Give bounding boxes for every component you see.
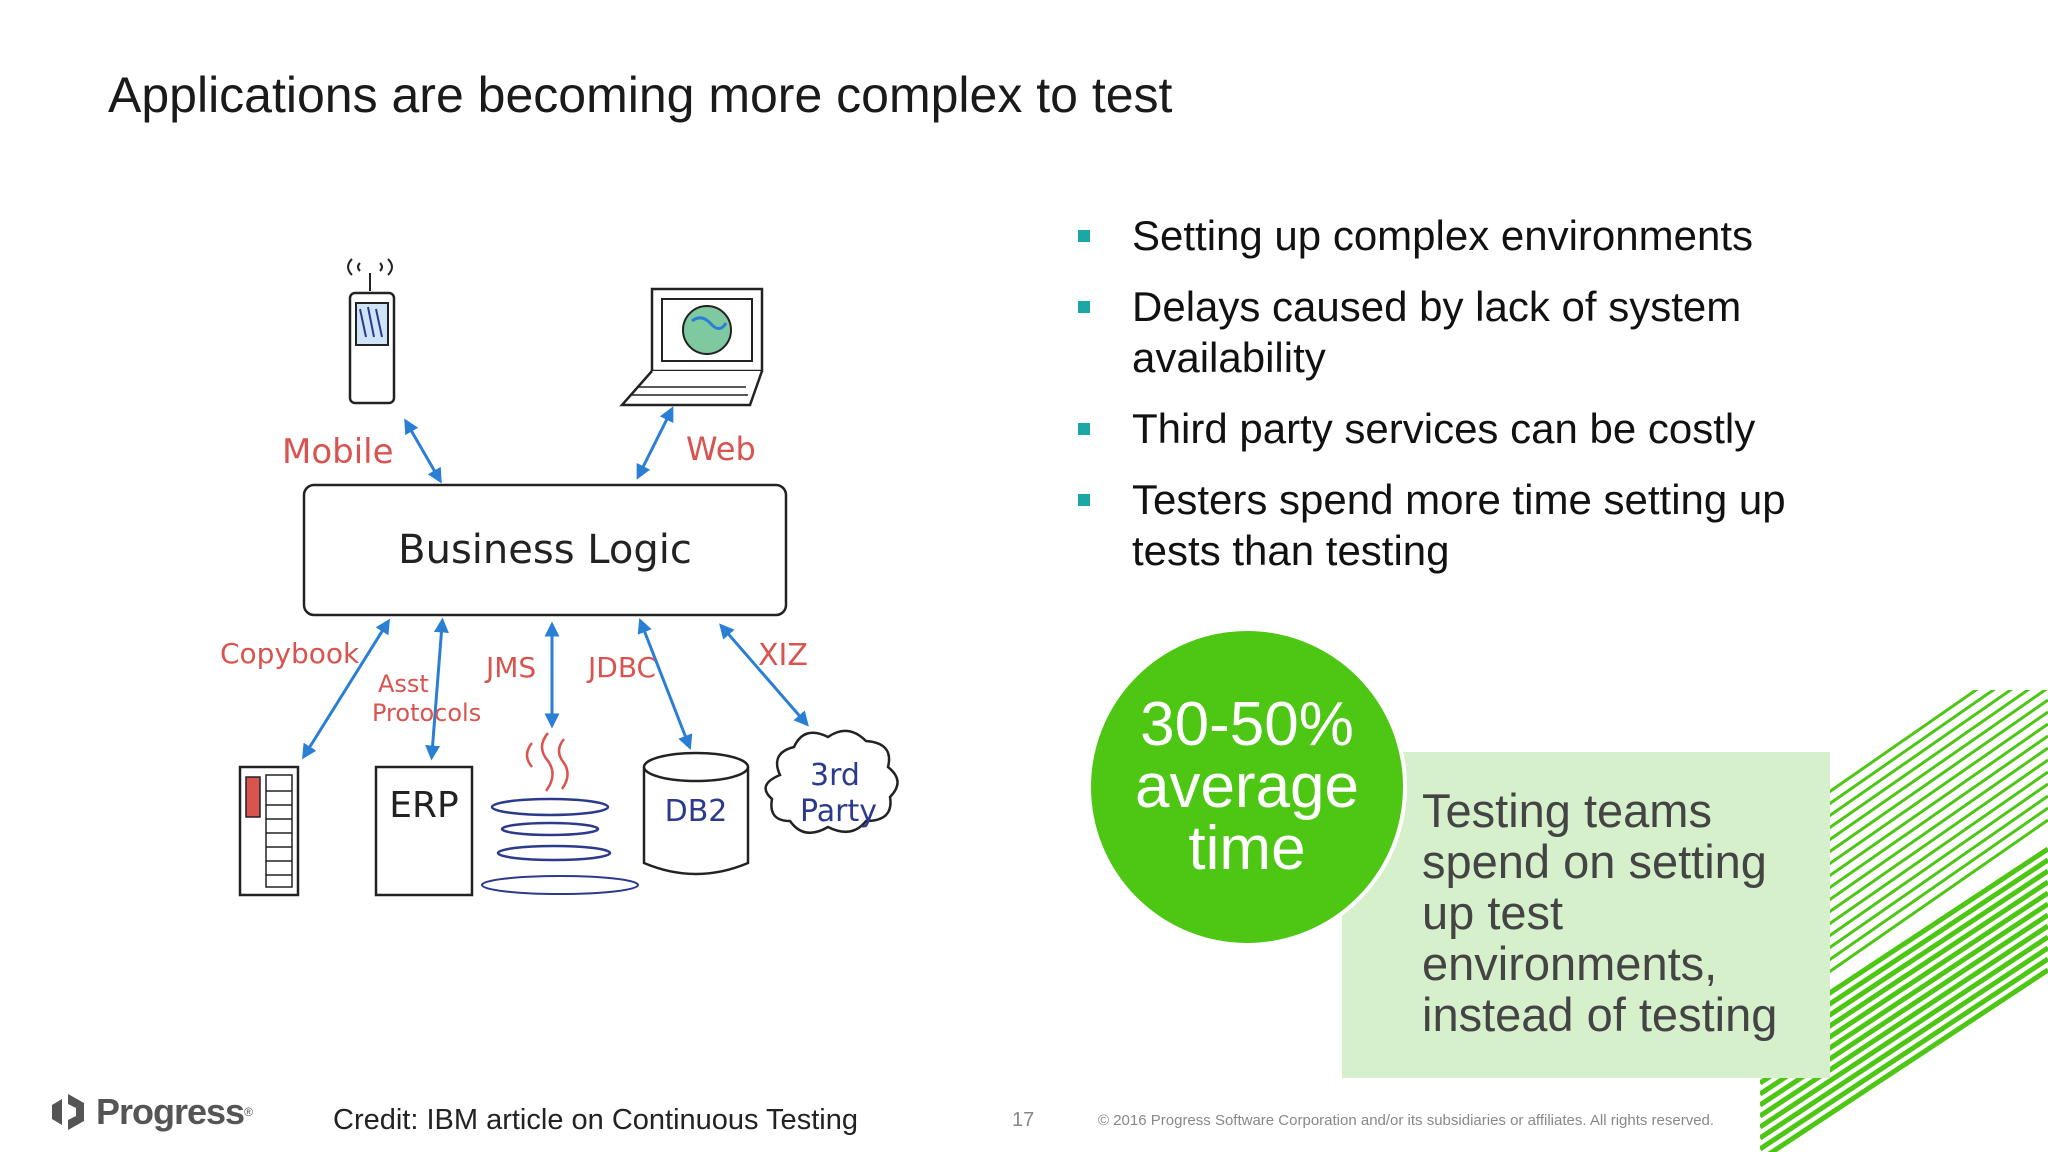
stat-label-time: time (1188, 814, 1306, 883)
bullet-list: Setting up complex environments Delays c… (1078, 210, 1838, 596)
stat-label-average: average (1134, 752, 1360, 821)
arrow-copybook (302, 618, 390, 760)
label-party: Party (800, 794, 877, 829)
stat-caption: Testing teams spend on setting up test e… (1422, 784, 1778, 1041)
label-db2: DB2 (665, 794, 728, 829)
bullet-item: Setting up complex environments (1078, 210, 1838, 261)
db2-database-icon: DB2 (642, 751, 750, 876)
progress-logo: Progress® (48, 1090, 253, 1134)
slide-title: Applications are becoming more complex t… (108, 67, 1173, 123)
stat-percent: 30-50% (1140, 690, 1354, 759)
label-3rd: 3rd (810, 758, 860, 793)
bullet-square-icon (1078, 230, 1090, 242)
logo-text: Progress (96, 1091, 245, 1132)
credit-text: Credit: IBM article on Continuous Testin… (333, 1104, 858, 1136)
mobile-phone-icon (347, 258, 396, 405)
java-icon (481, 732, 639, 895)
copyright-text: © 2016 Progress Software Corporation and… (1098, 1112, 1715, 1129)
arrow-web (636, 406, 674, 480)
label-mobile: Mobile (282, 432, 394, 472)
label-copybook: Copybook (220, 637, 360, 670)
arrow-jdbc (637, 618, 693, 750)
label-web: Web (686, 430, 756, 468)
stripe-line (1760, 923, 2048, 1119)
stat-circle: 30-50% average time (1087, 627, 1407, 947)
arrow-xiz (719, 623, 809, 727)
stripe-line (1760, 934, 2048, 1130)
label-asst: Asst (378, 670, 429, 698)
arrow-mobile (404, 418, 442, 484)
business-logic-box (302, 483, 788, 617)
bullet-item: Delays caused by lack of system availabi… (1078, 281, 1838, 383)
bullet-item: Testers spend more time setting up tests… (1078, 474, 1838, 576)
label-erp: ERP (389, 785, 458, 826)
logo-registered-mark: ® (244, 1105, 253, 1119)
laptop-icon (619, 287, 764, 407)
bullet-square-icon (1078, 423, 1090, 435)
architecture-diagram: Mobile Web Business Logic Copybook Asst … (220, 258, 899, 897)
bullet-item: Third party services can be costly (1078, 403, 1838, 454)
erp-server-icon: ERP (374, 765, 474, 897)
arrow-protocols (425, 617, 449, 761)
bullet-square-icon (1078, 494, 1090, 506)
page-number: 17 (1012, 1109, 1035, 1131)
stripe-line (1767, 967, 2048, 1152)
label-protocols: Protocols (372, 699, 481, 727)
label-jms: JMS (484, 651, 536, 684)
label-business-logic: Business Logic (398, 527, 692, 573)
progress-logo-icon (52, 1094, 84, 1130)
label-jdbc: JDBC (586, 651, 656, 684)
stripe-line (1760, 945, 2048, 1141)
stat-caption-box (1342, 752, 1830, 1078)
mainframe-icon (238, 765, 300, 897)
stripe-line (1760, 956, 2048, 1152)
label-xiz: XIZ (758, 638, 808, 673)
third-party-cloud-icon: 3rd Party (764, 729, 899, 834)
bullet-square-icon (1078, 301, 1090, 313)
